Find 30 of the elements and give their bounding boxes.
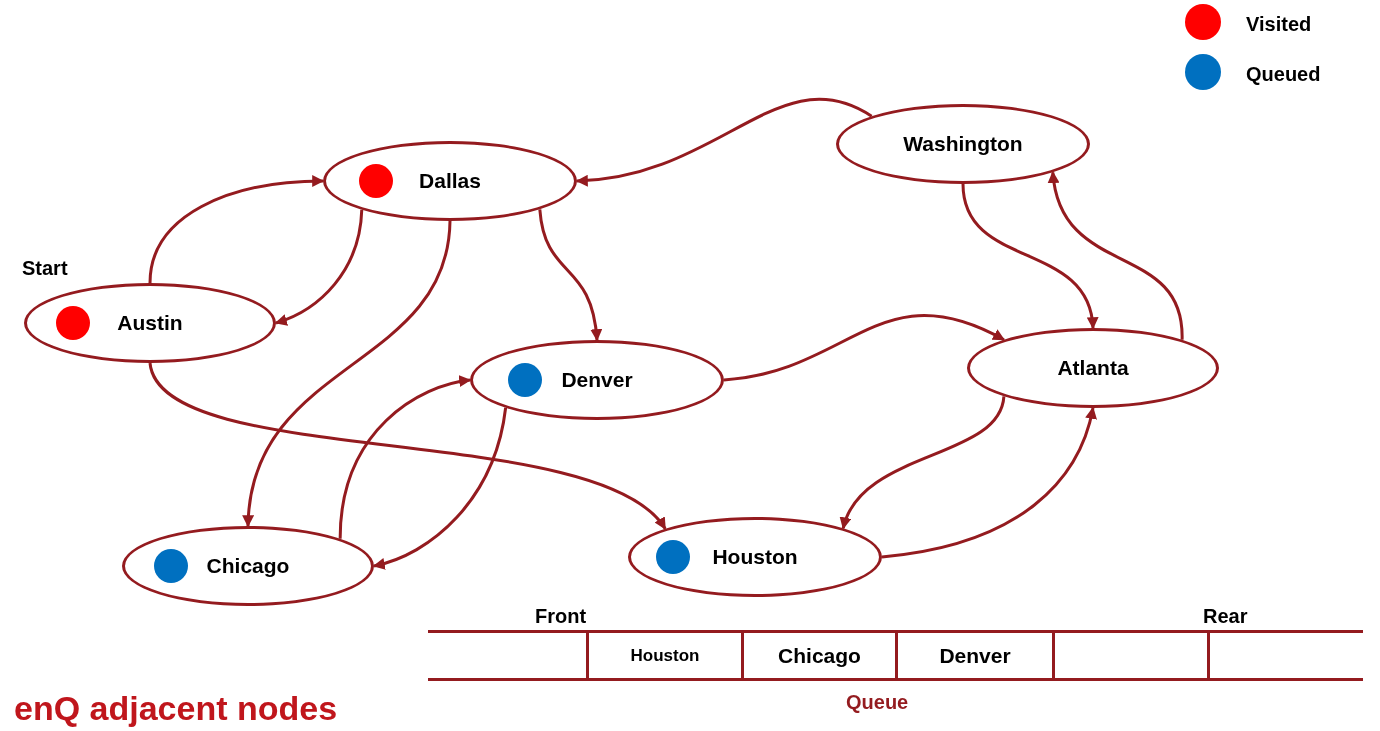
queue-cell-text: Denver bbox=[939, 642, 1011, 669]
arrow bbox=[881, 406, 1097, 559]
queue-cell-text: Chicago bbox=[778, 642, 861, 669]
arrow bbox=[243, 220, 452, 528]
node-label: Denver bbox=[561, 367, 633, 394]
arrow bbox=[961, 183, 1098, 330]
node-label: Chicago bbox=[206, 553, 290, 580]
start-label: Start bbox=[22, 256, 68, 281]
node-label: Dallas bbox=[419, 168, 481, 195]
arrow bbox=[538, 209, 602, 342]
node-label: Washington bbox=[903, 131, 1023, 158]
node-label: Houston bbox=[712, 544, 798, 571]
node-label: Atlanta bbox=[1057, 355, 1129, 382]
front-label: Front bbox=[535, 604, 587, 629]
legend-label: Visited bbox=[1246, 12, 1312, 37]
rear-label: Rear bbox=[1203, 604, 1248, 629]
queue-cell-text: Houston bbox=[630, 644, 700, 667]
queue-caption: Queue bbox=[846, 690, 909, 715]
arrow bbox=[841, 395, 1006, 530]
arrow bbox=[723, 314, 1005, 382]
arrow bbox=[148, 175, 325, 284]
legend-label: Queued bbox=[1246, 62, 1321, 87]
arrow bbox=[575, 98, 873, 186]
title: enQ adjacent nodes bbox=[14, 688, 338, 728]
arrow bbox=[338, 375, 472, 539]
node-label: Austin bbox=[117, 310, 183, 337]
arrow bbox=[274, 209, 364, 326]
arrow bbox=[148, 362, 667, 530]
arrow bbox=[372, 407, 508, 570]
arrow bbox=[1048, 171, 1184, 340]
